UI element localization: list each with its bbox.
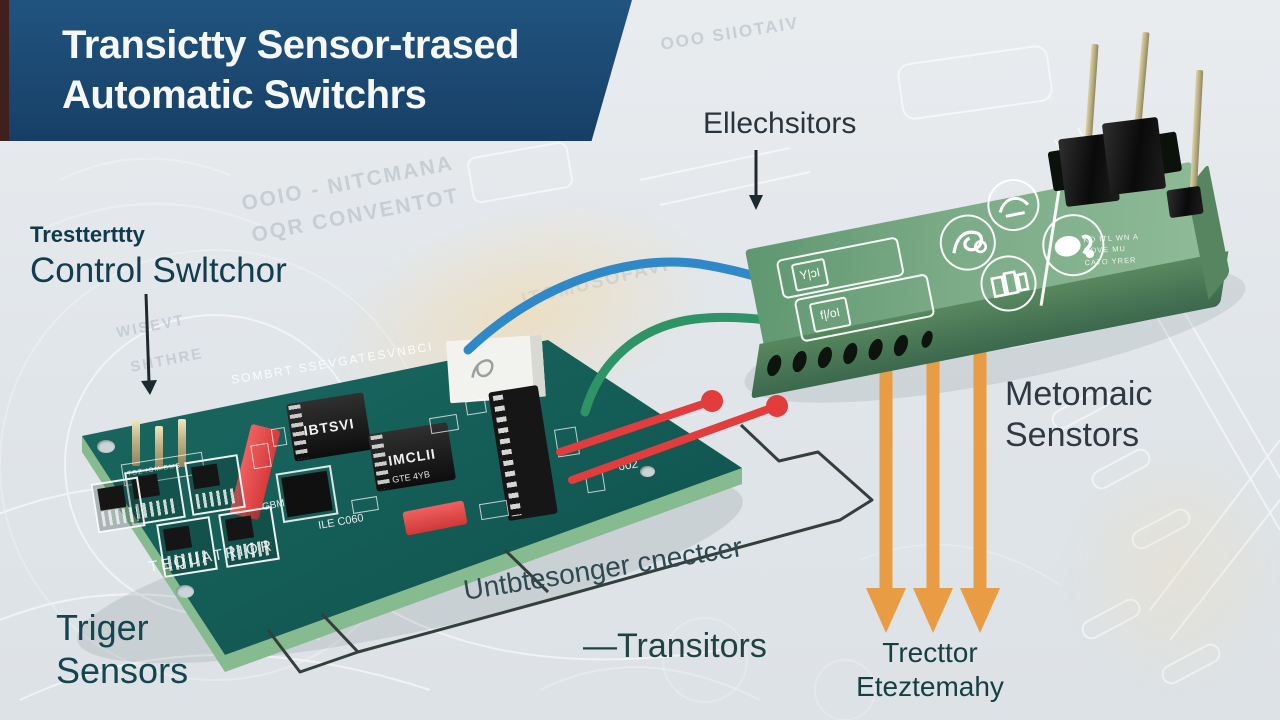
pin-socket-cube xyxy=(1166,185,1204,219)
pcb-silkscreen: ILE C060 xyxy=(317,512,365,532)
label-ellechsitors: Ellechsitors xyxy=(703,107,857,140)
solder-pad-outline xyxy=(351,496,379,514)
solder-pad-outline xyxy=(584,468,606,494)
mounting-hole xyxy=(97,440,115,453)
small-black-chip xyxy=(275,464,339,524)
module-port-hole xyxy=(841,341,859,366)
label-trecttor: Trecttor Eteztemahy xyxy=(838,636,1022,703)
mounting-hole xyxy=(176,585,194,598)
red-jumper xyxy=(402,500,468,536)
orange-arrow xyxy=(913,346,953,633)
solder-pad-outline xyxy=(250,442,272,470)
label-line: Eteztemahy xyxy=(856,670,1004,702)
header-pin xyxy=(132,420,140,466)
black-relay xyxy=(1101,116,1167,196)
label-line: Metomaic xyxy=(1005,375,1153,413)
module-text-block: KO ITL WN A DOVE MU CATO YRER xyxy=(1083,231,1141,268)
orange-arrow xyxy=(866,352,906,633)
module-port-hole xyxy=(765,353,783,378)
module-port-hole xyxy=(791,349,809,374)
mounting-hole xyxy=(640,466,655,477)
module-port-hole xyxy=(920,329,934,349)
sensor-doodle-icon xyxy=(934,209,1001,276)
sensor-doodle-icon xyxy=(982,174,1044,236)
label-triger-sensors: Triger Sensors xyxy=(56,606,188,692)
smd-transistor xyxy=(184,454,246,516)
label-control-large: Control Swltchor xyxy=(30,251,287,291)
label-untbtesonger: Untbtesonger cnectcer xyxy=(461,531,745,606)
pcb-silkscreen: 602 xyxy=(617,456,640,474)
panel-glyph-icon: Y|ɔI xyxy=(790,257,830,292)
module-port-hole xyxy=(867,337,885,362)
solder-pad-outline xyxy=(270,427,288,447)
label-control-small: Trestterttty xyxy=(30,222,145,247)
chip-label: IBTSVI xyxy=(302,415,356,439)
chip-pins xyxy=(370,434,391,490)
module-port-hole xyxy=(892,333,910,358)
label-line: Trecttor xyxy=(882,637,978,668)
panel-glyph-icon: f|/oI xyxy=(808,296,852,334)
solder-pad-outline xyxy=(478,499,510,521)
label-control-switchor: Trestterttty Control Swltchor xyxy=(30,222,287,292)
orange-flow-arrows xyxy=(866,340,1000,633)
watermark-text: SHTHRE xyxy=(129,345,205,376)
long-header-pin xyxy=(1084,43,1099,149)
orange-arrow xyxy=(960,340,1000,633)
title-line-2: Automatic Switchrs xyxy=(62,73,427,118)
watermark-text: WISEVT xyxy=(115,311,187,342)
title-line-1: Transictty Sensor-trased xyxy=(62,23,520,67)
label-metomaic-senstors: Metomaic Senstors xyxy=(1005,374,1152,456)
title-banner: Transictty Sensor-trased Automatic Switc… xyxy=(0,0,632,141)
pcb-silkscreen: GBM xyxy=(261,498,286,513)
module-port-hole xyxy=(816,345,834,370)
smd-transistor xyxy=(90,476,146,534)
watermark-text: OOO SIIOTAIV xyxy=(659,13,801,54)
accent-strip xyxy=(0,0,9,141)
label-line: Sensors xyxy=(56,650,189,692)
label-transitors: —Transitors xyxy=(583,627,767,665)
label-line: Senstors xyxy=(1005,415,1140,454)
label-line: Triger xyxy=(56,607,149,648)
squiggle-mark-icon xyxy=(471,359,494,378)
module-text-line: CATO YRER xyxy=(1084,254,1137,267)
chip-label: IMCLII xyxy=(387,445,437,469)
solder-pad-outline xyxy=(553,426,581,458)
ic-chip: IBTSVI xyxy=(285,392,373,462)
page-title: Transictty Sensor-trased Automatic Switc… xyxy=(0,0,632,121)
